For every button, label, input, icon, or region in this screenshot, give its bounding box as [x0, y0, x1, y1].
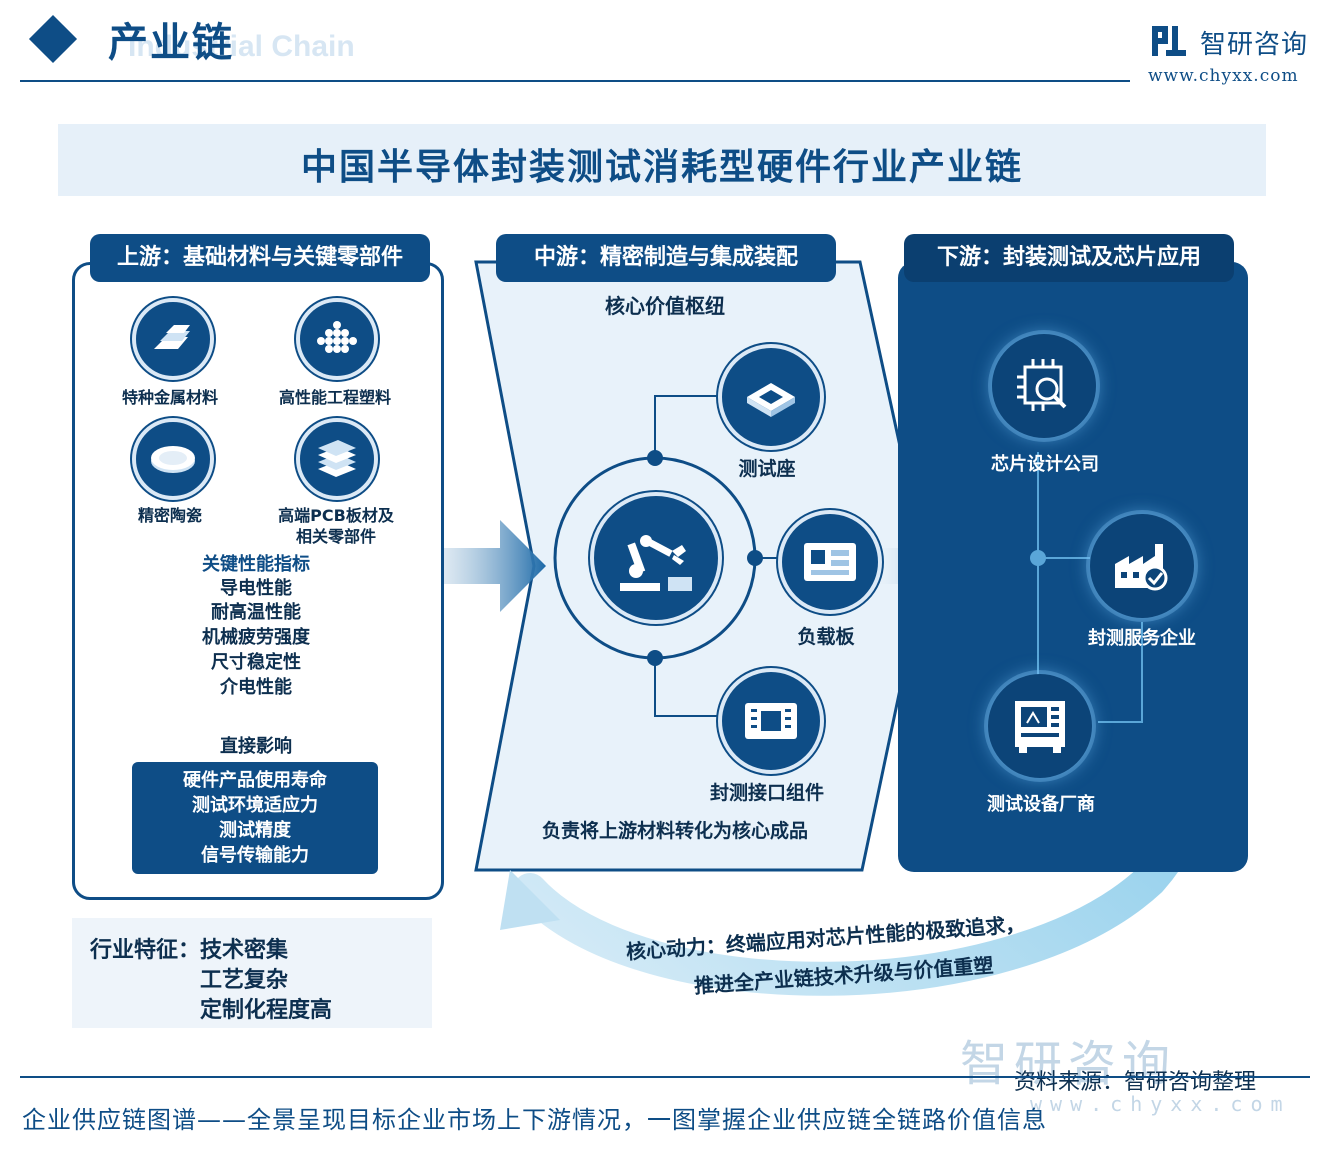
kpi-item: 机械疲劳强度 [202, 627, 310, 648]
plastic-pellets-icon [296, 298, 378, 380]
effect-item: 测试环境适应力 [192, 795, 318, 816]
core-driver-arc-head-bottom [500, 870, 560, 930]
test-socket-icon [718, 344, 824, 450]
footer-watermark-url: www.chyxx.com [1030, 1092, 1291, 1116]
factory-check-icon [1090, 514, 1194, 618]
downstream-item-osat: 封测服务企业 [1088, 628, 1196, 649]
pcb-stack-icon [296, 418, 378, 500]
midstream-item-socket: 测试座 [738, 458, 796, 480]
midstream-header: 中游：精密制造与集成装配 [496, 234, 836, 282]
effect-item: 硬件产品使用寿命 [183, 770, 327, 791]
midstream-item-loadboard: 负载板 [797, 626, 855, 648]
metal-ingot-icon [132, 298, 214, 380]
footer-tagline: 企业供应链图谱——全景呈现目标企业市场上下游情况，一图掌握企业供应链全链路价值信… [22, 1106, 1047, 1134]
kpi-title: 关键性能指标 [202, 554, 310, 575]
effect-item: 测试精度 [219, 820, 291, 841]
kpi-item: 耐高温性能 [211, 602, 301, 623]
upstream-item-metal: 特种金属材料 [121, 388, 218, 407]
feature-item: 工艺复杂 [200, 968, 289, 993]
flow-arrow-upstream [380, 520, 546, 612]
kpi-item: 尺寸稳定性 [211, 652, 301, 673]
upstream-item-pcb-line2: 相关零部件 [295, 527, 376, 546]
diagram-title: 中国半导体封装测试消耗型硬件行业产业链 [300, 147, 1023, 188]
downstream-item-chip-design: 芯片设计公司 [991, 454, 1099, 475]
footer-divider [20, 1076, 1310, 1078]
upstream-header: 上游：基础材料与关键零部件 [90, 234, 430, 282]
robot-arm-icon [590, 492, 722, 624]
feature-item: 定制化程度高 [200, 998, 333, 1023]
effect-item: 信号传输能力 [201, 845, 309, 866]
test-equipment-icon [988, 674, 1092, 778]
source-note: 资料来源：智研咨询整理 [1014, 1070, 1257, 1095]
midstream-note: 负责将上游材料转化为核心成品 [541, 820, 808, 842]
chip-design-icon [992, 334, 1096, 438]
kpi-item: 介电性能 [220, 677, 292, 698]
downstream-header: 下游：封装测试及芯片应用 [904, 234, 1234, 282]
footer-watermark: 智研咨询 [960, 1036, 1177, 1092]
interface-chip-icon [718, 668, 824, 774]
diagram-title-band [58, 124, 1266, 196]
effect-box: 硬件产品使用寿命 测试环境适应力 测试精度 信号传输能力 [132, 762, 378, 874]
upstream-item-plastic: 高性能工程塑料 [278, 388, 391, 407]
midstream-connector-bottom [654, 658, 718, 717]
feature-item: 技术密集 [200, 938, 289, 963]
load-board-icon [778, 510, 882, 614]
features-label: 行业特征： [90, 938, 201, 963]
brand-name: 智研咨询 [1200, 30, 1309, 60]
industry-features-box [72, 918, 432, 1028]
brand-logo-icon [1152, 26, 1186, 56]
effect-title: 直接影响 [220, 736, 292, 757]
midstream-subtitle: 核心价值枢纽 [605, 294, 725, 318]
section-title-en: Industrial Chain [128, 30, 355, 63]
brand-url: www.chyxx.com [1148, 66, 1299, 86]
header-divider [20, 80, 1130, 82]
upstream-item-ceramic: 精密陶瓷 [137, 506, 202, 525]
downstream-item-test-equip: 测试设备厂商 [987, 794, 1095, 815]
kpi-item: 导电性能 [220, 578, 292, 599]
downstream-connectors [1030, 452, 1143, 723]
upstream-item-pcb: 高端PCB板材及 [278, 506, 394, 525]
midstream-connector-top [654, 395, 718, 458]
ceramic-disc-icon [132, 418, 214, 500]
midstream-item-interface: 封测接口组件 [709, 782, 824, 804]
section-title: 产业链 [108, 20, 234, 66]
